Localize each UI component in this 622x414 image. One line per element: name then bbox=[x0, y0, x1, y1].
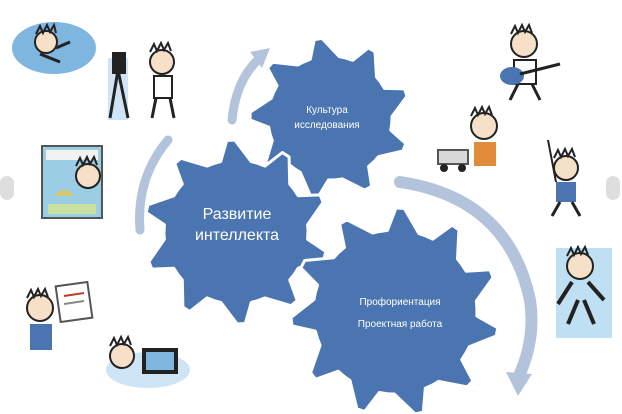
gear-career bbox=[289, 206, 500, 414]
gear-career-label: Профориентация Проектная работа bbox=[325, 292, 475, 336]
next-slide-button[interactable] bbox=[606, 176, 620, 200]
kid-playing-icon bbox=[547, 139, 582, 217]
gear-intellect-line-1: Развитие bbox=[202, 206, 272, 223]
kid-at-board-icon bbox=[41, 145, 103, 219]
cycle-arrowhead-top bbox=[250, 48, 270, 68]
gear-research-culture-line-1: Культура bbox=[306, 105, 348, 116]
gear-research-culture-line-2: исследования bbox=[294, 120, 360, 131]
cycle-arrow-left bbox=[135, 135, 173, 235]
gear-research-culture-label: Культура исследования bbox=[272, 103, 382, 133]
gear-career-line-1: Профориентация bbox=[359, 297, 441, 308]
cycle-arrowhead-right bbox=[506, 372, 532, 396]
gear-career-line-2: Проектная работа bbox=[357, 319, 443, 330]
cycle-arrow-right bbox=[394, 176, 538, 384]
kid-with-computer-icon bbox=[106, 334, 190, 388]
kid-with-cart-icon bbox=[437, 104, 498, 172]
kid-figure-top-left-icon bbox=[12, 22, 96, 74]
gear-intellect bbox=[144, 138, 328, 326]
kid-with-guitar-icon bbox=[500, 22, 561, 101]
gear-intellect-line-2: интеллекта bbox=[194, 227, 280, 244]
kid-with-poster-icon bbox=[26, 280, 94, 350]
kid-skater-icon bbox=[556, 244, 612, 338]
gear-intellect-label: Развитие интеллекта bbox=[172, 204, 302, 246]
prev-slide-button[interactable] bbox=[0, 176, 14, 200]
kids-with-telescope-icon bbox=[108, 40, 176, 120]
